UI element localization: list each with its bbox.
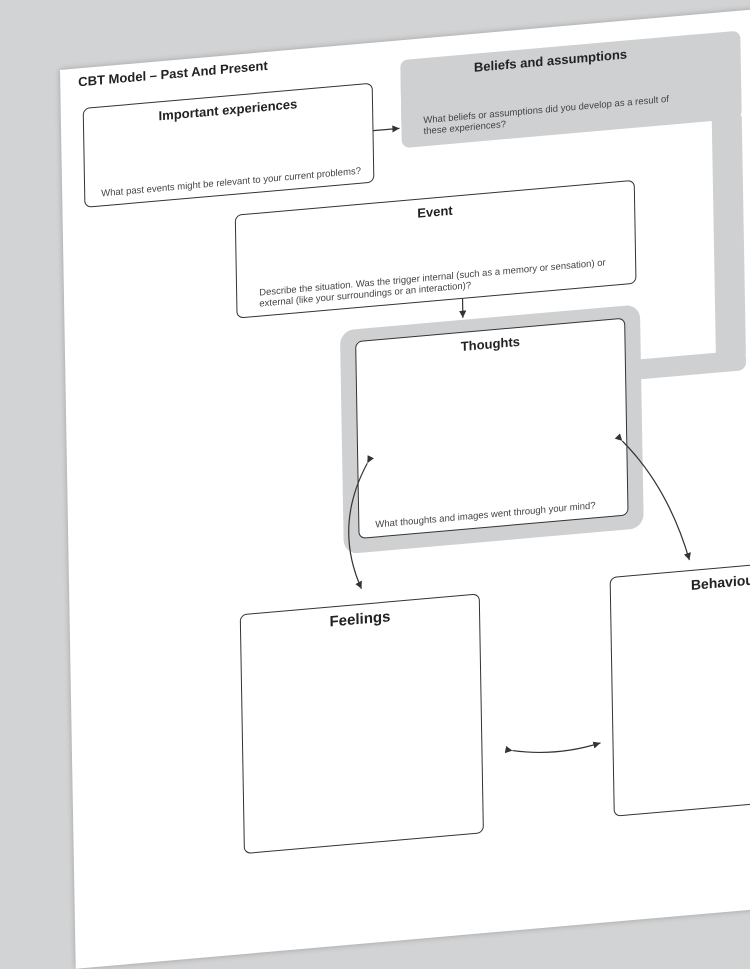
thoughts-feelings-arrow: [348, 463, 370, 590]
experiences-to-beliefs-arrow: [373, 128, 399, 130]
worksheet-page: CBT Model – Past And Present Beliefs and…: [60, 0, 750, 969]
worksheet-photo: CBT Model – Past And Present Beliefs and…: [0, 0, 750, 750]
feelings-behaviour-arrow: [512, 743, 600, 756]
connector-arrows: [60, 0, 750, 969]
thoughts-behaviour-arrow: [622, 435, 689, 566]
